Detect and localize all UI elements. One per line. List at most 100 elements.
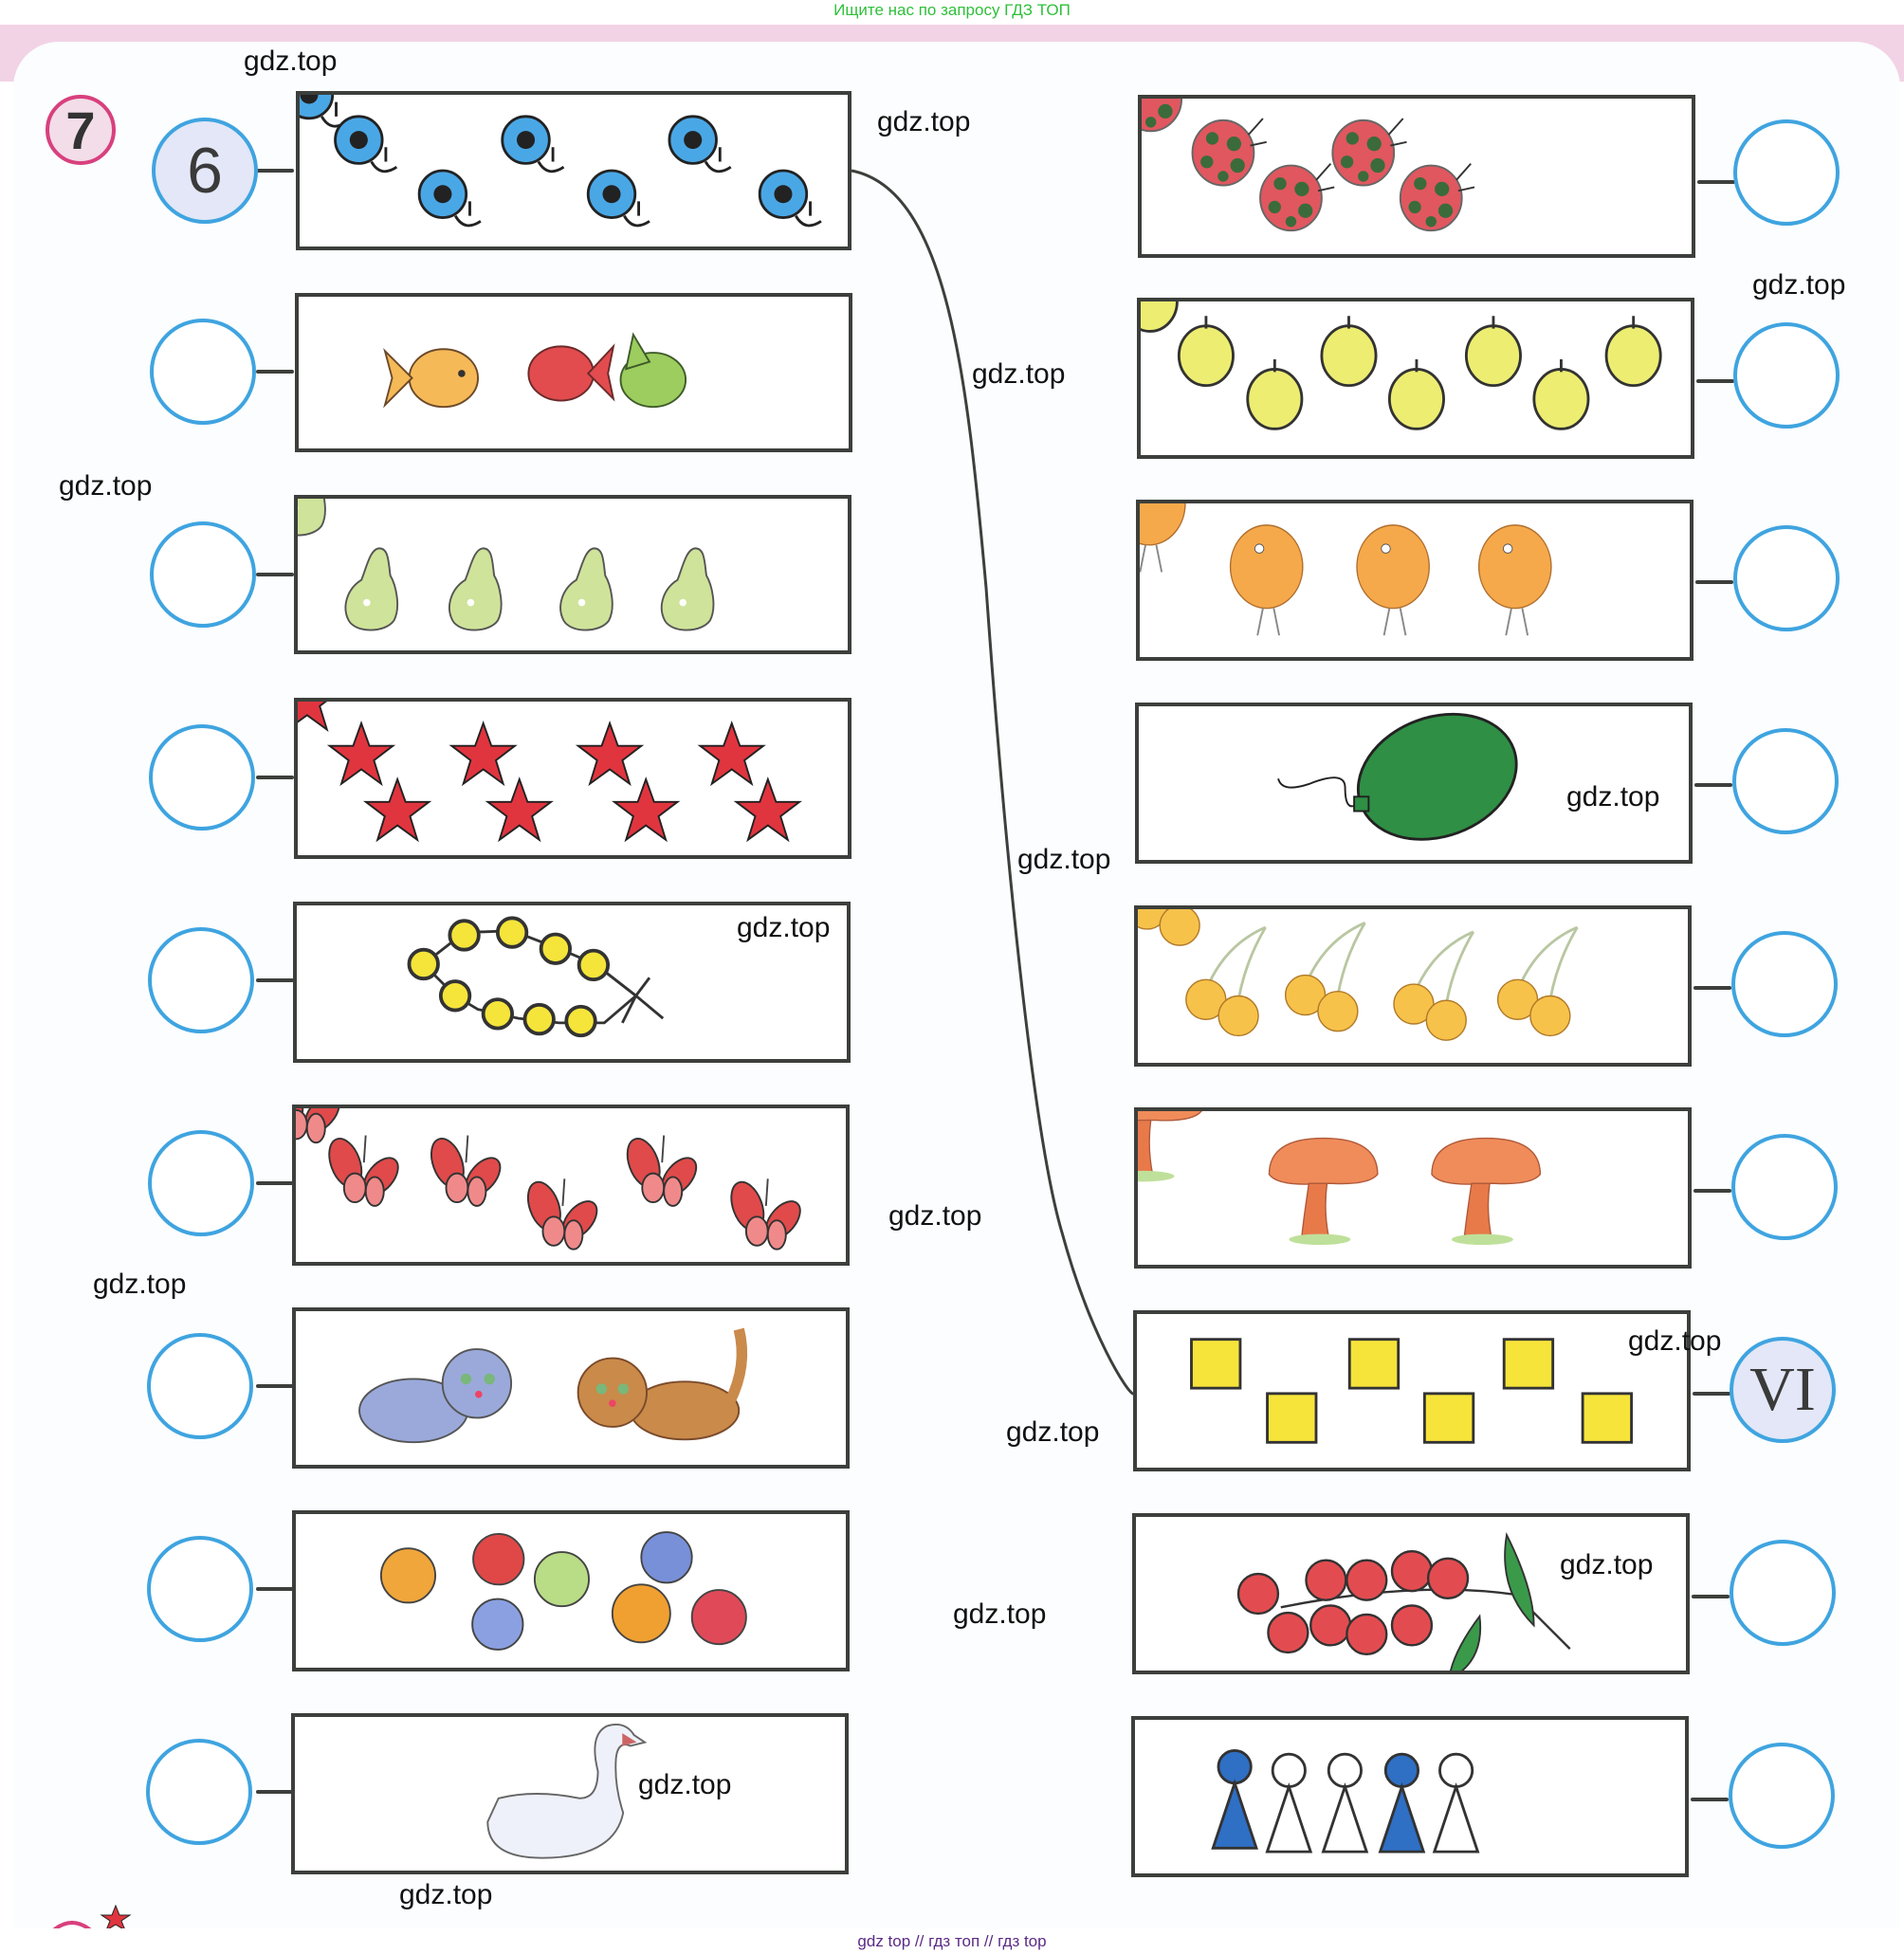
balloon-icon: [1277, 712, 1518, 841]
flower-icon: [586, 169, 651, 228]
watermark: gdz.top: [1560, 1549, 1654, 1580]
answer-text: [154, 322, 252, 421]
cherry-icon: [1284, 921, 1366, 1033]
watermark: gdz.top: [638, 1769, 732, 1800]
goose-icon: [486, 1724, 648, 1859]
answer-text: [1736, 732, 1835, 831]
answer-ring-balls[interactable]: [147, 1536, 253, 1642]
ring-stub: [1691, 1798, 1729, 1801]
ring-stub: [256, 169, 294, 173]
fish-icon: [619, 332, 687, 409]
berry-icon: [1305, 1559, 1347, 1601]
answer-ring-mushrooms[interactable]: [1731, 1134, 1838, 1240]
square-icon: [1581, 1392, 1633, 1444]
answer-ring-apples[interactable]: [1733, 322, 1840, 429]
answer-ring-balloon[interactable]: [1732, 728, 1839, 834]
pear-icon: [660, 547, 715, 631]
answer-text: [1735, 935, 1834, 1033]
chick-icon: [1229, 523, 1304, 637]
card-cherries: [1134, 905, 1692, 1067]
pawn-icon-white: [1432, 1752, 1480, 1854]
answer-ring-cherries[interactable]: [1731, 931, 1838, 1037]
card-kittens: [292, 1307, 850, 1469]
answer-ring-squares[interactable]: VI: [1730, 1337, 1836, 1443]
apple-icon: [1320, 314, 1378, 388]
card-butterflies: [292, 1105, 850, 1266]
ladybugs-illustration: [1142, 99, 1475, 232]
watermark: gdz.top: [244, 46, 338, 77]
ladybug-icon: [1191, 118, 1268, 187]
answer-ring-ladybugs[interactable]: [1733, 119, 1840, 226]
card-goose: [291, 1713, 849, 1874]
answer-ring-pawns[interactable]: [1729, 1743, 1835, 1849]
pear-icon: [559, 547, 613, 631]
pawn-icon-blue: [1378, 1752, 1426, 1854]
kittens-illustration: [358, 1327, 748, 1444]
butterfly-icon: [296, 1108, 340, 1144]
star-icon: [364, 778, 430, 841]
card-pears: [294, 495, 851, 654]
answer-ring-fish[interactable]: [150, 319, 256, 425]
bottom-footer: gdz top // гдз топ // гдз top: [0, 1928, 1904, 1954]
pawn-icon-white: [1321, 1752, 1369, 1854]
answer-ring-flowers[interactable]: 6: [152, 118, 258, 224]
card-rowan-berries: [1132, 1513, 1690, 1674]
ring-stub: [256, 1790, 294, 1794]
apple-icon: [1464, 314, 1522, 388]
answer-ring-rowan-berries[interactable]: [1730, 1540, 1836, 1646]
squares-illustration: [1190, 1338, 1633, 1444]
pear-icon: [449, 547, 503, 631]
cherry-icon: [1496, 925, 1579, 1037]
ring-stub: [256, 370, 294, 374]
watermark: gdz.top: [737, 912, 831, 943]
answer-ring-stars[interactable]: [149, 724, 255, 831]
kitten-icon: [577, 1327, 748, 1441]
star-icon: [613, 778, 679, 841]
ring-stub: [1697, 180, 1735, 184]
card-balloon: [1135, 703, 1693, 864]
answer-ring-goose[interactable]: [146, 1739, 252, 1845]
card-apples: [1137, 298, 1694, 459]
top-banner: Ищите нас по запросу ГДЗ ТОП: [0, 0, 1904, 23]
pears-illustration: [298, 499, 715, 631]
answer-ring-kittens[interactable]: [147, 1333, 253, 1439]
ring-stub: [1693, 986, 1731, 990]
answer-text: [1737, 123, 1836, 222]
ring-stub: [1695, 580, 1733, 584]
watermark: gdz.top: [888, 1200, 982, 1232]
apple-icon: [1246, 357, 1304, 430]
answer-text: [1735, 1138, 1834, 1236]
berry-icon: [1346, 1613, 1388, 1656]
watermark: gdz.top: [1752, 269, 1846, 301]
chicks-illustration: [1140, 503, 1552, 637]
ladybug-icon: [1399, 162, 1475, 232]
answer-ring-chicks[interactable]: [1733, 525, 1840, 631]
ring-stub: [256, 1384, 294, 1388]
card-mushrooms: [1134, 1107, 1692, 1269]
banner-text: Ищите нас по запросу ГДЗ ТОП: [833, 1, 1071, 19]
ring-stub: [256, 1181, 294, 1185]
flower-icon: [668, 115, 733, 173]
apple-icon: [1532, 357, 1590, 430]
star-icon: [699, 721, 765, 785]
answer-ring-butterflies[interactable]: [148, 1130, 254, 1236]
flower-icon: [758, 169, 823, 228]
ring-stub: [1693, 1392, 1730, 1396]
watermark: gdz.top: [877, 106, 971, 137]
ball-icon: [611, 1583, 671, 1644]
answer-ring-beads[interactable]: [148, 927, 254, 1033]
butterfly-icon: [723, 1177, 808, 1251]
ball-icon: [379, 1547, 437, 1604]
ring-stub: [1696, 379, 1734, 383]
answer-ring-pears[interactable]: [150, 521, 256, 628]
bead-icon: [564, 1004, 597, 1038]
cherry-icon: [1138, 909, 1200, 946]
watermark: gdz.top: [972, 358, 1066, 390]
chick-icon: [1356, 523, 1431, 637]
mushroom-icon: [1431, 1137, 1542, 1246]
watermark: gdz.top: [399, 1879, 493, 1910]
bead-icon: [495, 916, 529, 949]
pawns-illustration: [1211, 1748, 1480, 1854]
rowan-berries-illustration: [1236, 1532, 1571, 1671]
answer-text: [151, 1337, 249, 1435]
